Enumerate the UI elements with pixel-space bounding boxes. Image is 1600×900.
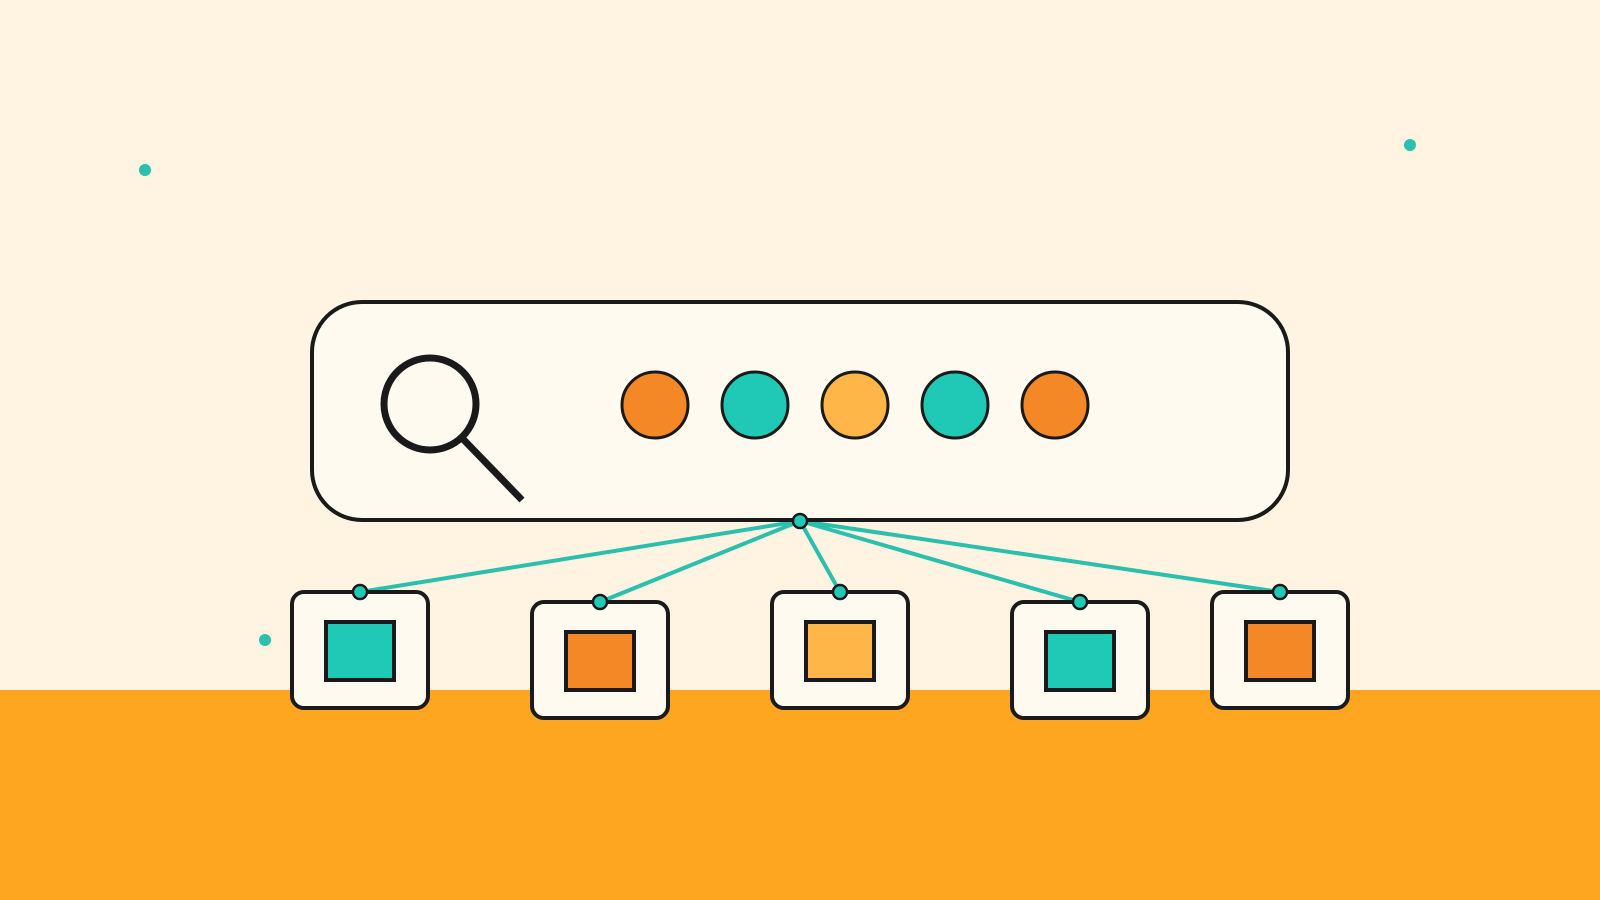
result-card[interactable] <box>290 583 430 710</box>
connector-line <box>359 519 801 594</box>
result-card-swatch-orange <box>564 630 636 692</box>
result-card-swatch-yellow <box>804 620 876 682</box>
result-cards <box>290 583 1350 720</box>
connector-hub <box>791 512 809 530</box>
result-card[interactable] <box>1210 583 1350 710</box>
result-card[interactable] <box>530 593 670 720</box>
query-dot-teal <box>920 370 990 440</box>
result-card[interactable] <box>770 583 910 710</box>
query-dot-teal <box>720 370 790 440</box>
search-bar-frame[interactable] <box>310 300 1290 522</box>
result-card-connector-node <box>831 583 849 601</box>
result-card-swatch-teal <box>324 620 396 682</box>
result-card-connector-node <box>1271 583 1289 601</box>
connector-line <box>798 520 842 593</box>
connector-line <box>799 519 1081 604</box>
query-dot-orange <box>1020 370 1090 440</box>
connector-line <box>599 519 801 604</box>
result-card-connector-node <box>591 593 609 611</box>
query-dot-orange <box>620 370 690 440</box>
search-query-dots <box>620 370 1090 440</box>
connector-lines <box>359 519 1281 604</box>
result-card-connector-node <box>1071 593 1089 611</box>
search-icon-lens <box>380 354 480 454</box>
search-icon[interactable] <box>380 354 525 503</box>
sparkle-dot <box>139 164 151 176</box>
ground-band <box>0 690 1600 900</box>
search-bar[interactable] <box>310 300 1290 522</box>
result-card-swatch-orange <box>1244 620 1316 682</box>
query-dot-yellow <box>820 370 890 440</box>
result-card-connector-node <box>351 583 369 601</box>
result-card-swatch-teal <box>1044 630 1116 692</box>
connector-line <box>799 519 1281 594</box>
search-icon-handle <box>459 435 525 503</box>
sparkle-dot <box>1404 139 1416 151</box>
result-card[interactable] <box>1010 593 1150 720</box>
sparkle-dot <box>259 634 271 646</box>
